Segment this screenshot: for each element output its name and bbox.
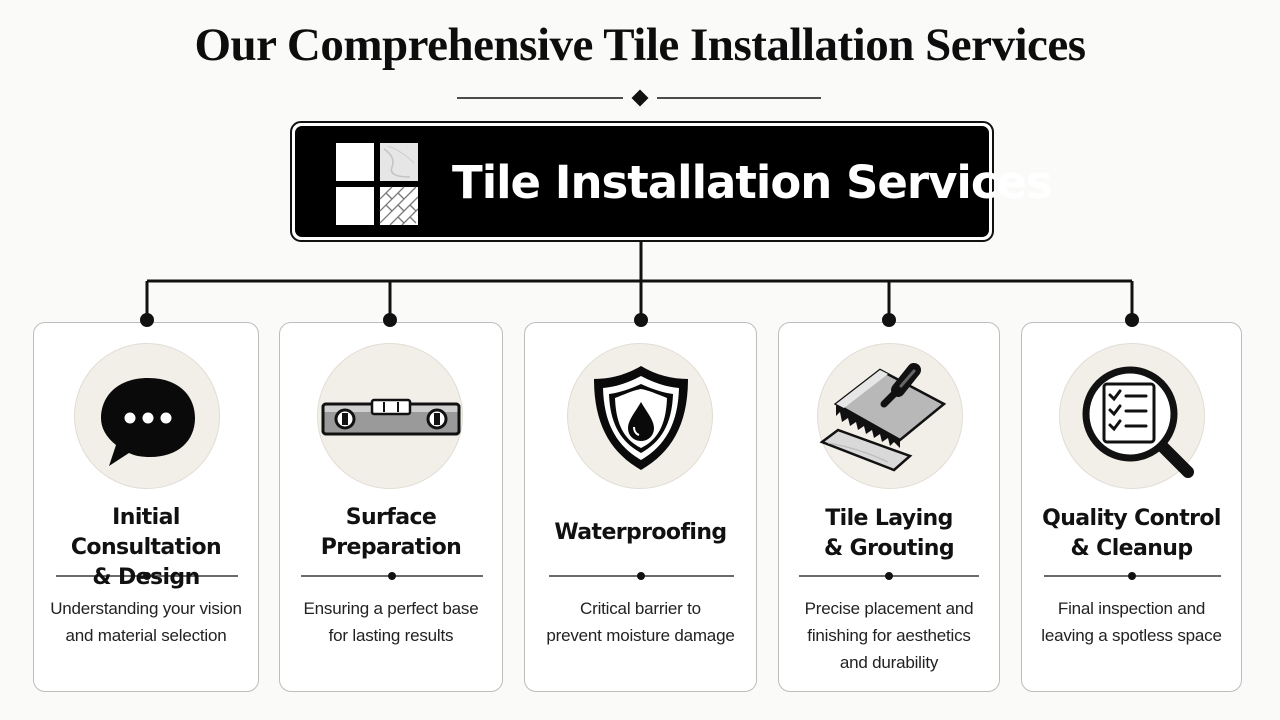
service-card-tile-laying: Tile Laying & Grouting Precise placement… xyxy=(778,322,1000,692)
service-card-consultation: Initial Consultation & Design Understand… xyxy=(33,322,259,692)
tile-grid-icon xyxy=(336,143,418,225)
title-divider-ornament xyxy=(457,89,821,107)
card-title: Waterproofing xyxy=(554,520,727,545)
card-title: Surface Preparation xyxy=(320,505,462,560)
page-title: Our Comprehensive Tile Installation Serv… xyxy=(194,19,1086,71)
service-card-waterproofing: Waterproofing Critical barrier to preven… xyxy=(524,322,757,692)
hero-title: Tile Installation Services xyxy=(452,156,1053,209)
speech-bubble-icon xyxy=(101,378,195,466)
card-description: Final inspection and leaving a spotless … xyxy=(1041,599,1222,645)
checklist-magnifier-icon xyxy=(1082,366,1194,478)
icon-circle xyxy=(317,343,463,489)
card-description: Ensuring a perfect base for lasting resu… xyxy=(303,599,479,645)
card-divider xyxy=(301,572,483,580)
card-divider xyxy=(799,572,979,580)
icon-circle xyxy=(817,343,963,489)
card-description: Precise placement and finishing for aest… xyxy=(804,599,974,672)
shield-droplet-icon xyxy=(594,366,688,470)
icon-circle xyxy=(1059,343,1205,489)
card-divider xyxy=(56,572,238,580)
card-divider xyxy=(1044,572,1221,580)
card-divider xyxy=(549,572,734,580)
card-title: Quality Control & Cleanup xyxy=(1042,506,1221,561)
hero-banner: Tile Installation Services xyxy=(290,121,1053,242)
card-description: Critical barrier to prevent moisture dam… xyxy=(546,599,735,645)
icon-circle xyxy=(567,343,713,489)
card-title: Tile Laying & Grouting xyxy=(824,506,955,561)
card-description: Understanding your vision and material s… xyxy=(50,599,242,645)
spirit-level-icon xyxy=(321,398,461,436)
trowel-tile-icon xyxy=(819,363,947,472)
service-card-quality-control: Quality Control & Cleanup Final inspecti… xyxy=(1021,322,1242,692)
card-title: Initial Consultation & Design xyxy=(70,505,222,590)
icon-circle xyxy=(74,343,220,489)
service-card-surface-preparation: Surface Preparation Ensuring a perfect b… xyxy=(279,322,503,692)
